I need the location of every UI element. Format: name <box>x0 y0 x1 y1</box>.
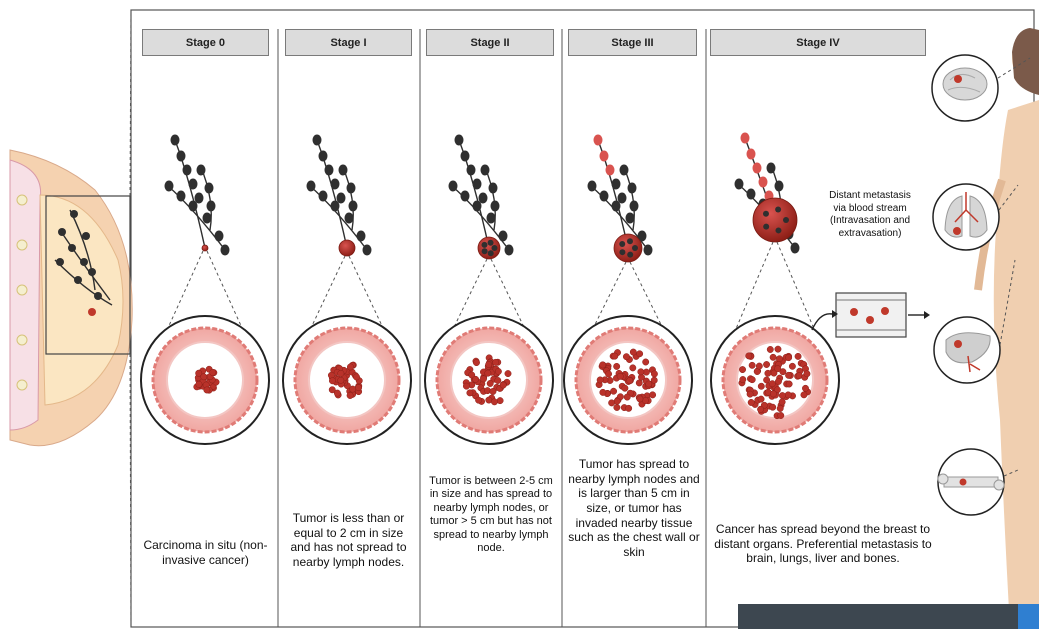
stage-2-illustration <box>425 135 553 445</box>
lymph-node <box>620 165 629 176</box>
lymph-node <box>207 201 216 212</box>
brain-inset <box>932 55 998 121</box>
stage-4-header: Stage IV <box>710 29 926 56</box>
lymph-node <box>791 243 800 254</box>
lymph-node <box>183 165 192 176</box>
lymph-node <box>325 165 334 176</box>
lymph-node <box>171 135 180 146</box>
stage-1-illustration <box>283 135 411 445</box>
lymph-node <box>473 201 482 212</box>
liver-inset <box>934 317 1000 383</box>
lymph-node <box>487 213 496 224</box>
tumor <box>202 245 208 251</box>
stage-2-description: Tumor is between 2-5 cm in size and has … <box>425 475 557 555</box>
lymph-node <box>626 213 635 224</box>
lymph-node <box>319 151 328 162</box>
metastasis-label: Distant metastasis via blood stream (Int… <box>823 190 917 240</box>
lymph-node <box>189 179 198 190</box>
lungs-inset <box>933 184 999 250</box>
lymph-node <box>307 181 316 192</box>
lymph-node <box>481 165 490 176</box>
lymph-node <box>177 191 186 202</box>
lymph-node <box>467 165 476 176</box>
lymph-node <box>473 179 482 190</box>
stage-illustrations <box>141 133 839 445</box>
lymph-node <box>203 213 212 224</box>
lymph-node <box>505 245 514 256</box>
lymph-node <box>349 201 358 212</box>
bone-inset <box>938 449 1004 515</box>
lymph-node <box>775 181 784 192</box>
lymph-node <box>331 179 340 190</box>
lymph-node <box>363 245 372 256</box>
lymph-node <box>357 231 366 242</box>
lymph-node <box>221 245 230 256</box>
lymph-node <box>612 179 621 190</box>
stage-4-description: Cancer has spread beyond the breast to d… <box>712 522 934 566</box>
lymph-node <box>600 151 609 162</box>
lymph-node <box>747 149 756 160</box>
lymph-node <box>339 165 348 176</box>
lymph-node <box>594 135 603 146</box>
breast-cross-section <box>10 10 132 627</box>
lymph-node <box>489 183 498 194</box>
stage-1-header: Stage I <box>285 29 412 56</box>
stage-0-header: Stage 0 <box>142 29 269 56</box>
lymph-node <box>612 201 621 212</box>
stage-0-illustration <box>141 135 269 445</box>
stage-3-description: Tumor has spread to nearby lymph nodes a… <box>567 457 701 559</box>
lymph-node <box>347 183 356 194</box>
lymph-node <box>461 151 470 162</box>
stage-3-illustration <box>564 135 692 445</box>
lymph-node <box>753 163 762 174</box>
lymph-node <box>600 191 609 202</box>
lymph-node <box>319 191 328 202</box>
lymph-node <box>735 179 744 190</box>
stage-0-description: Carcinoma in situ (non-invasive cancer) <box>143 538 268 567</box>
lymph-node <box>455 135 464 146</box>
lymph-node <box>630 201 639 212</box>
lymph-node <box>189 201 198 212</box>
lymph-node <box>345 213 354 224</box>
tumor <box>753 198 797 242</box>
blood-vessel-illustration <box>812 293 930 337</box>
lymph-node <box>205 183 214 194</box>
lymph-node <box>588 181 597 192</box>
lymph-node <box>499 231 508 242</box>
stage-2-header: Stage II <box>426 29 554 56</box>
lymph-node <box>491 201 500 212</box>
overlay-toolbar[interactable] <box>738 604 1018 629</box>
stage-4-illustration <box>711 133 839 445</box>
lymph-node <box>628 183 637 194</box>
lymph-node <box>741 133 750 144</box>
lymph-node <box>215 231 224 242</box>
lymph-node <box>644 245 653 256</box>
tumor <box>339 240 355 256</box>
lymph-node <box>313 135 322 146</box>
stage-3-header: Stage III <box>568 29 697 56</box>
lymph-node <box>767 163 776 174</box>
lymph-node <box>606 165 615 176</box>
lymph-node <box>747 189 756 200</box>
lymph-node <box>331 201 340 212</box>
lymph-node <box>449 181 458 192</box>
overlay-tab[interactable] <box>1018 604 1039 629</box>
lymph-node <box>197 165 206 176</box>
lymph-node <box>461 191 470 202</box>
stage-1-description: Tumor is less than or equal to 2 cm in s… <box>285 511 412 570</box>
lymph-node <box>165 181 174 192</box>
lymph-node <box>177 151 186 162</box>
lymph-node <box>759 177 768 188</box>
